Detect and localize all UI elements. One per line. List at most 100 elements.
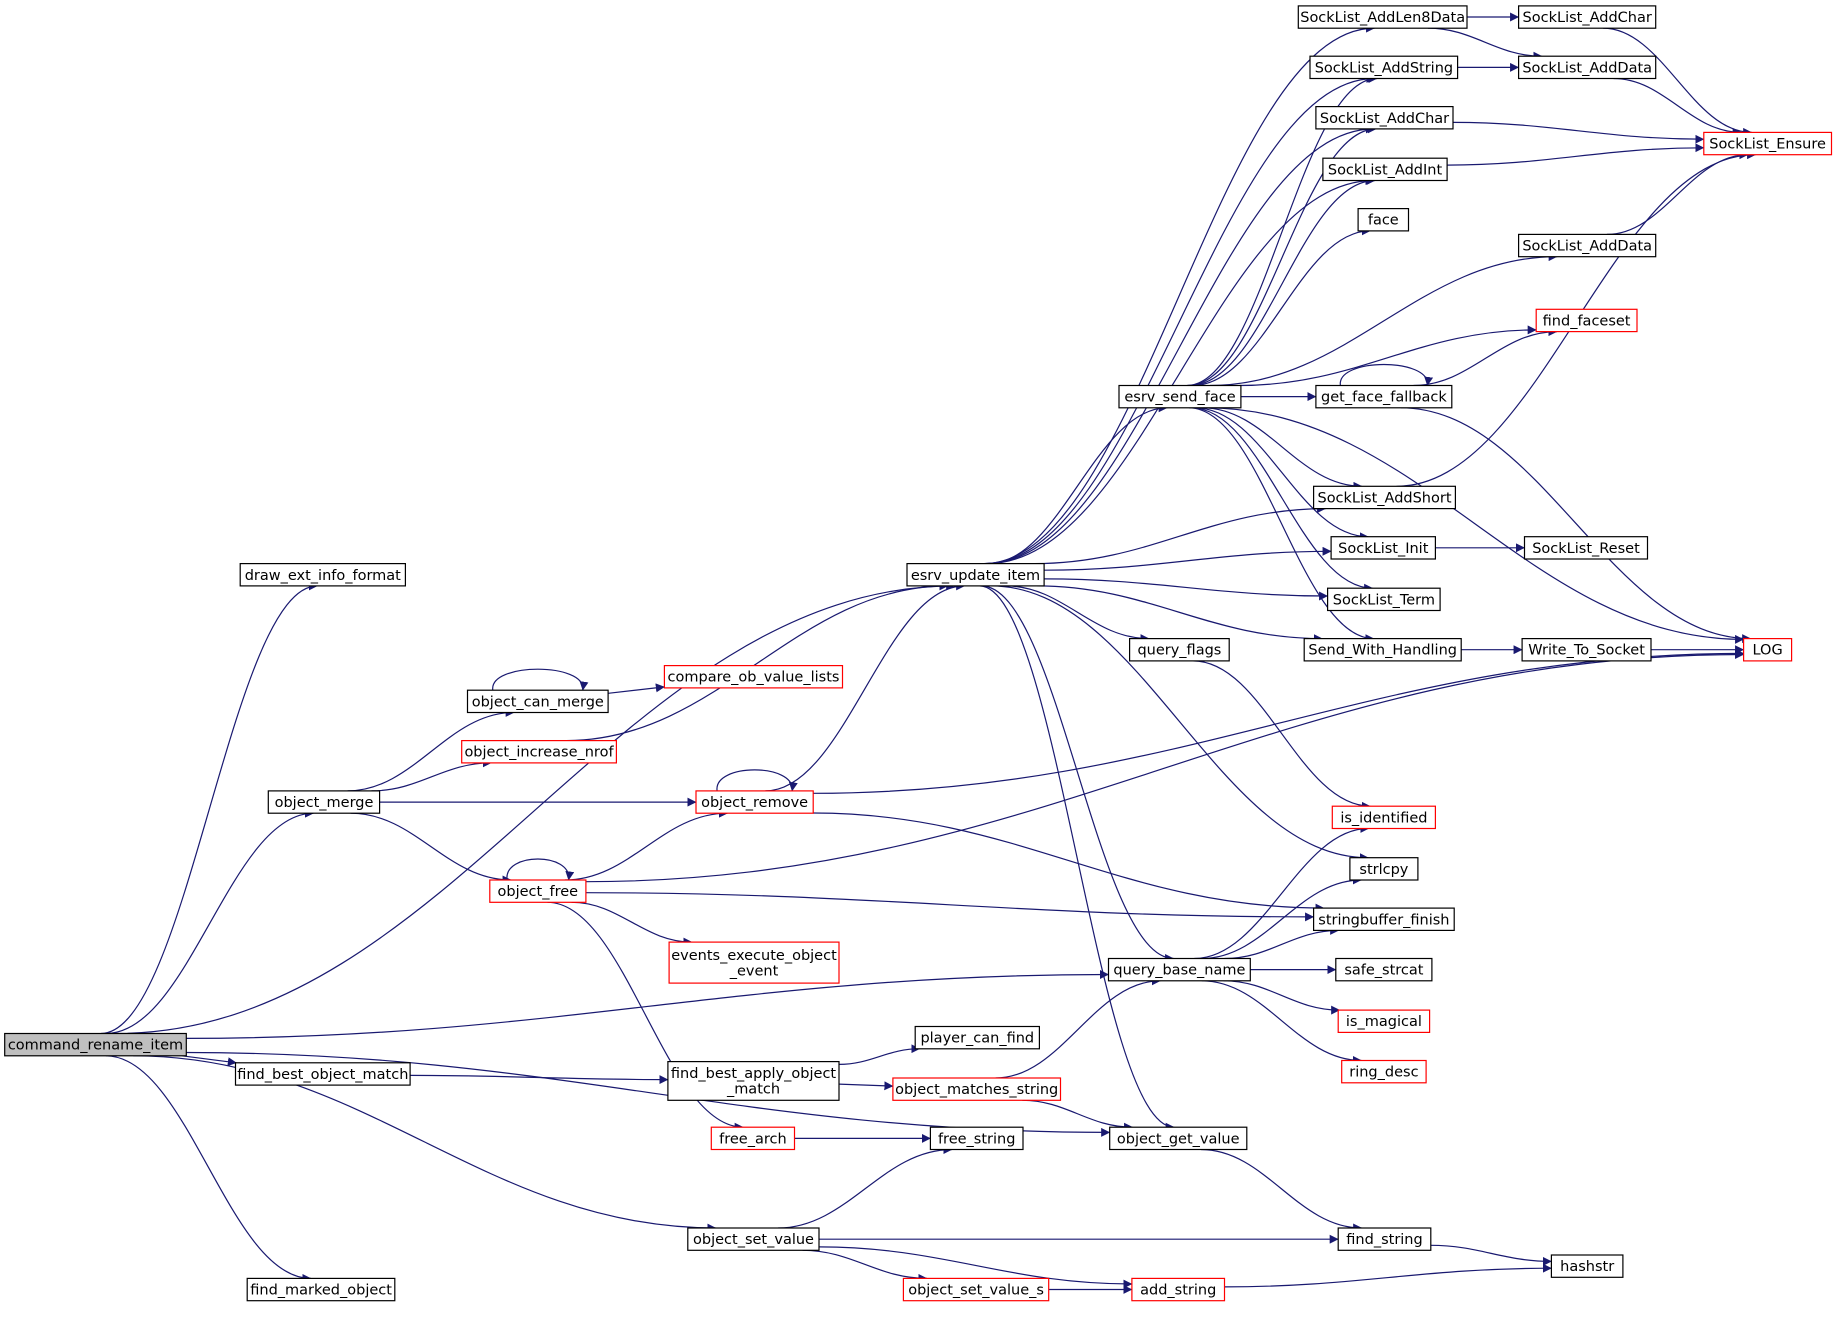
node-add-string[interactable]: add_string bbox=[1131, 1277, 1226, 1302]
edge-find-best-apply-object-match-to-player-can-find bbox=[838, 1044, 921, 1065]
edge-object-matches-string-to-query-base-name bbox=[995, 976, 1161, 1079]
node-label: find_marked_object bbox=[250, 1283, 392, 1299]
node-label: player_can_find bbox=[920, 1031, 1034, 1047]
node-events-execute-object-event[interactable]: events_execute_object_event bbox=[668, 941, 840, 984]
node-find-best-object-match[interactable]: find_best_object_match bbox=[234, 1062, 411, 1086]
node-object-set-value[interactable]: object_set_value bbox=[687, 1227, 820, 1251]
node-object-matches-string[interactable]: object_matches_string bbox=[892, 1077, 1062, 1101]
edge-command-rename-item-to-esrv-update-item bbox=[116, 581, 956, 1035]
node-object-can-merge[interactable]: object_can_merge bbox=[466, 689, 609, 714]
node-socklist-addlen8data[interactable]: SockList_AddLen8Data bbox=[1297, 5, 1468, 29]
node-socklist-reset[interactable]: SockList_Reset bbox=[1523, 536, 1649, 560]
edge-find-string-to-hashstr bbox=[1430, 1244, 1552, 1266]
edge-object-matches-string-to-object-get-value bbox=[1022, 1099, 1134, 1132]
node-socklist-addshort[interactable]: SockList_AddShort bbox=[1312, 485, 1456, 510]
edge-query-base-name-to-is-identified bbox=[1194, 823, 1370, 960]
node-box bbox=[239, 562, 406, 587]
node-esrv-send-face[interactable]: esrv_send_face bbox=[1118, 384, 1242, 409]
node-label: draw_ext_info_format bbox=[245, 568, 401, 584]
edge-esrv-send-face-to-socklist-term bbox=[1191, 407, 1374, 593]
edge-object-set-value-to-free-string bbox=[778, 1145, 953, 1229]
node-socklist-addstring[interactable]: SockList_AddString bbox=[1309, 55, 1459, 80]
edge-socklist-addchar-mid-to-socklist-ensure bbox=[1452, 121, 1705, 144]
node-free-arch[interactable]: free_arch bbox=[710, 1126, 796, 1151]
node-send-with-handling[interactable]: Send_With_Handling bbox=[1303, 637, 1462, 662]
node-label: is_identified bbox=[1340, 810, 1427, 826]
node-box bbox=[1517, 55, 1657, 80]
edge-object-remove-to-object-remove bbox=[716, 769, 798, 792]
node-label: Write_To_Socket bbox=[1528, 643, 1645, 659]
node-label: _match bbox=[726, 1082, 780, 1098]
node-label: object_set_value_s bbox=[908, 1283, 1044, 1299]
node-label: SockList_Init bbox=[1338, 541, 1429, 557]
edge-query-base-name-to-strlcpy bbox=[1201, 875, 1362, 960]
node-box bbox=[1312, 907, 1455, 931]
node-stringbuffer-finish[interactable]: stringbuffer_finish bbox=[1312, 907, 1455, 931]
node-socklist-term[interactable]: SockList_Term bbox=[1326, 587, 1441, 612]
node-box bbox=[4, 1032, 187, 1057]
node-label: object_remove bbox=[701, 795, 808, 811]
node-label: SockList_AddChar bbox=[1320, 111, 1449, 127]
edge-object-set-value-to-add-string bbox=[819, 1246, 1133, 1289]
node-query-flags[interactable]: query_flags bbox=[1128, 637, 1230, 662]
node-find-string[interactable]: find_string bbox=[1337, 1227, 1432, 1251]
node-label: SockList_AddData bbox=[1522, 239, 1652, 255]
node-free-string[interactable]: free_string bbox=[929, 1126, 1024, 1151]
node-label: SockList_Ensure bbox=[1709, 137, 1826, 153]
node-object-set-value-s[interactable]: object_set_value_s bbox=[902, 1277, 1050, 1302]
node-socklist-adddata-top[interactable]: SockList_AddData bbox=[1517, 55, 1657, 80]
node-find-marked-object[interactable]: find_marked_object bbox=[246, 1277, 396, 1302]
node-socklist-adddata-mid[interactable]: SockList_AddData bbox=[1517, 233, 1657, 258]
node-write-to-socket[interactable]: Write_To_Socket bbox=[1521, 637, 1652, 662]
node-esrv-update-item[interactable]: esrv_update_item bbox=[906, 562, 1045, 587]
node-log[interactable]: LOG bbox=[1742, 637, 1793, 662]
node-object-get-value[interactable]: object_get_value bbox=[1109, 1126, 1248, 1151]
node-hashstr[interactable]: hashstr bbox=[1550, 1254, 1624, 1278]
node-draw-ext-info-format[interactable]: draw_ext_info_format bbox=[239, 562, 406, 587]
edge-object-can-merge-to-object-can-merge bbox=[492, 668, 589, 691]
edge-object-set-value-to-object-set-value-s bbox=[802, 1249, 928, 1283]
node-socklist-addint[interactable]: SockList_AddInt bbox=[1322, 157, 1448, 182]
node-object-merge[interactable]: object_merge bbox=[267, 790, 381, 814]
node-socklist-addchar-top[interactable]: SockList_AddChar bbox=[1517, 5, 1657, 29]
node-box bbox=[695, 790, 814, 814]
node-object-remove[interactable]: object_remove bbox=[695, 790, 814, 814]
node-get-face-fallback[interactable]: get_face_fallback bbox=[1315, 384, 1453, 409]
node-label: find_string bbox=[1346, 1232, 1422, 1248]
node-box bbox=[663, 664, 844, 689]
node-label: object_set_value bbox=[693, 1232, 814, 1248]
node-player-can-find[interactable]: player_can_find bbox=[914, 1025, 1041, 1050]
node-ring-desc[interactable]: ring_desc bbox=[1341, 1059, 1427, 1084]
node-box bbox=[1742, 637, 1793, 662]
edge-object-free-to-stringbuffer-finish bbox=[585, 892, 1315, 922]
node-label: SockList_Reset bbox=[1532, 541, 1640, 557]
node-box bbox=[1109, 1126, 1248, 1151]
node-label: Send_With_Handling bbox=[1308, 643, 1457, 659]
node-box bbox=[1357, 208, 1410, 232]
edge-command-rename-item-to-object-set-value bbox=[133, 1055, 717, 1233]
node-object-free[interactable]: object_free bbox=[489, 879, 587, 903]
node-box bbox=[1128, 637, 1230, 662]
node-compare-ob-value-lists[interactable]: compare_ob_value_lists bbox=[663, 664, 844, 689]
node-is-identified[interactable]: is_identified bbox=[1331, 805, 1437, 830]
node-safe-strcat[interactable]: safe_strcat bbox=[1335, 957, 1433, 982]
node-strlcpy[interactable]: strlcpy bbox=[1349, 857, 1419, 881]
edge-command-rename-item-to-find-marked-object bbox=[105, 1055, 312, 1283]
node-socklist-addchar-mid[interactable]: SockList_AddChar bbox=[1315, 105, 1454, 130]
edge-esrv-update-item-to-socklist-addchar-mid bbox=[985, 124, 1375, 565]
node-label: events_execute_object bbox=[671, 948, 837, 964]
node-socklist-init[interactable]: SockList_Init bbox=[1330, 536, 1436, 560]
node-find-best-apply-object-match[interactable]: find_best_apply_object_match bbox=[667, 1060, 840, 1101]
node-find-faceset[interactable]: find_faceset bbox=[1535, 308, 1638, 333]
node-command-rename-item[interactable]: command_rename_item bbox=[4, 1032, 187, 1057]
edge-command-rename-item-to-object-merge bbox=[105, 808, 314, 1035]
node-is-magical[interactable]: is_magical bbox=[1337, 1009, 1431, 1033]
edge-get-face-fallback-to-log bbox=[1400, 407, 1752, 644]
node-label: SockList_AddShort bbox=[1317, 490, 1451, 506]
node-query-base-name[interactable]: query_base_name bbox=[1107, 957, 1251, 982]
node-socklist-ensure[interactable]: SockList_Ensure bbox=[1703, 131, 1833, 156]
node-label: SockList_AddChar bbox=[1523, 10, 1652, 26]
node-face[interactable]: face bbox=[1357, 208, 1410, 232]
node-label: object_get_value bbox=[1117, 1131, 1240, 1147]
node-object-increase-nrof[interactable]: object_increase_nrof bbox=[461, 739, 618, 764]
